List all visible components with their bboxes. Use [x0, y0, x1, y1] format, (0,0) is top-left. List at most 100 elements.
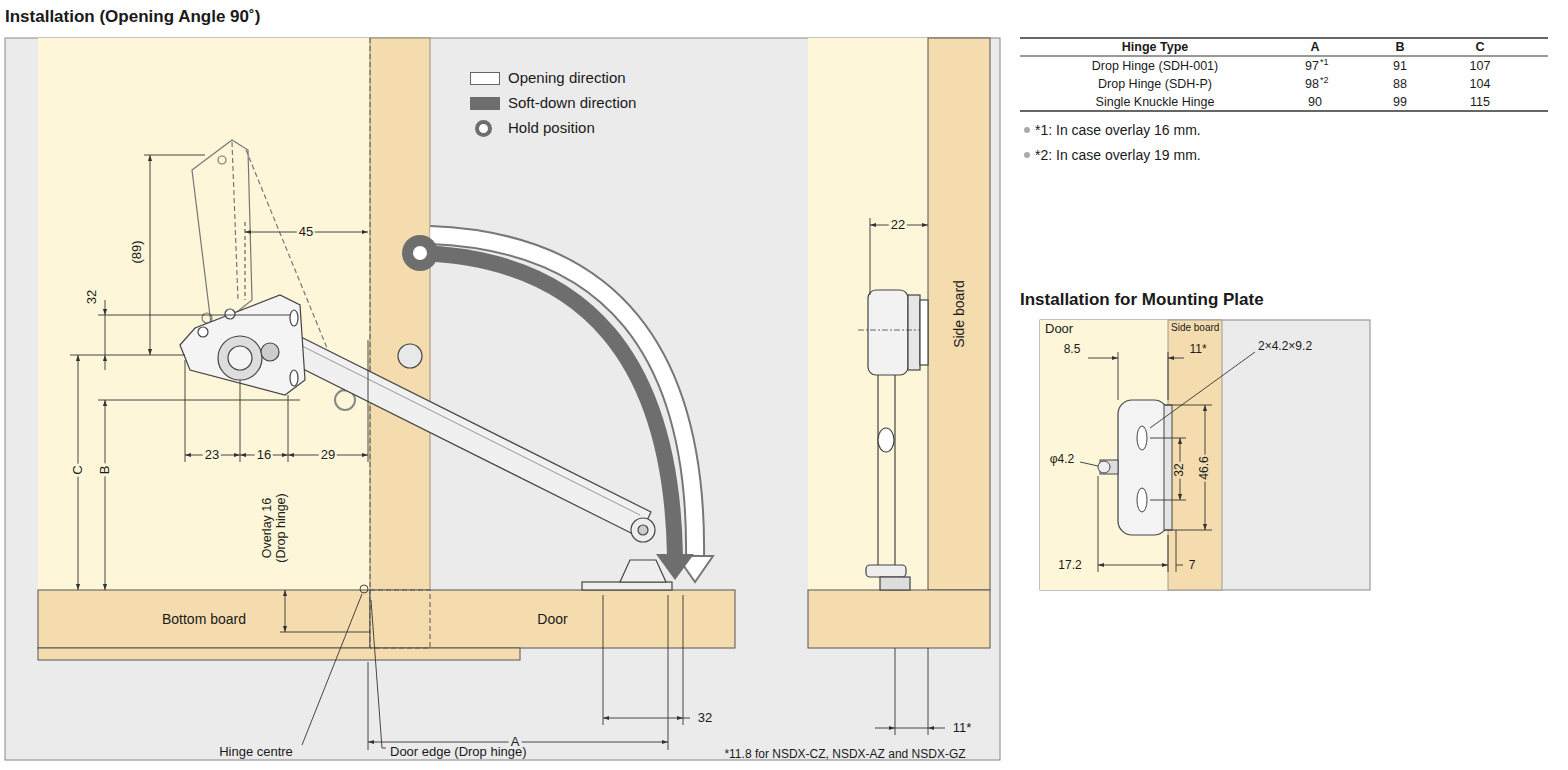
dimension-value: 11* — [1189, 343, 1206, 357]
board-label: Side board — [1171, 322, 1219, 334]
section-heading: Installation for Mounting Plate — [1020, 290, 1264, 310]
dimension-value: 8.5 — [1064, 343, 1081, 357]
dimension-value: 32 — [698, 711, 712, 726]
table-cell: A — [1310, 40, 1319, 54]
direction-arrows-part — [402, 235, 438, 271]
dimension-line-part — [185, 360, 186, 462]
lid-stay-part — [225, 309, 235, 319]
dimension-line-part — [150, 155, 151, 355]
dimension-line-part — [895, 648, 896, 735]
lid-stay-part — [290, 310, 298, 326]
table-rule-part — [1020, 37, 1548, 39]
dimension-line-part — [1150, 352, 1255, 428]
table-cell: Drop Hinge (SDH-001) — [1092, 59, 1218, 73]
table-cell: B — [1395, 40, 1404, 54]
dimension-value: 32 — [85, 290, 100, 304]
dimension-value: (89) — [130, 238, 145, 265]
table-rule-part — [1020, 110, 1548, 112]
bottom-board: Bottom board — [38, 590, 370, 648]
dimension-line — [70, 155, 945, 750]
dimension-line-part — [683, 718, 690, 719]
lid-stay-part — [638, 525, 648, 535]
lid-stay-part — [228, 346, 252, 370]
leader-line-part — [302, 594, 362, 745]
dimension-line-part — [1118, 352, 1119, 400]
lid-stay-part — [279, 332, 651, 537]
dimension-line — [1080, 352, 1255, 572]
dimension-value: 46.6 — [1198, 454, 1212, 481]
lid-stay-part — [261, 343, 279, 361]
dimension-line-part — [603, 718, 683, 719]
lid-stay-part — [620, 560, 666, 582]
callout-label: Hinge centre — [219, 745, 293, 760]
dimension-line-part — [928, 648, 929, 735]
legend-entry: Opening direction — [468, 69, 728, 87]
lid-stay-part — [582, 582, 672, 590]
dimension-line-part — [144, 155, 205, 156]
mounting-plate-inset-part — [1164, 405, 1172, 530]
dimension-line-part — [683, 595, 684, 725]
dimension-line-part — [98, 315, 290, 316]
dimension-value: 23 — [203, 448, 221, 463]
callout-label: Door edge (Drop hinge) — [390, 745, 527, 760]
mounting-plate-inset-part — [1040, 320, 1168, 590]
cabinet-section-part — [370, 590, 735, 648]
dimension-value: 16 — [255, 448, 273, 463]
hold-position-outline-part — [232, 142, 238, 300]
dimension-line-part — [288, 395, 289, 462]
note-bullet-part — [1024, 152, 1030, 158]
side-view-stay — [858, 290, 928, 590]
dimension-value: 32 — [1173, 461, 1187, 478]
dimension-line-part — [245, 222, 246, 300]
dimension-line-part — [895, 728, 928, 729]
table-cell: Hinge Type — [1122, 40, 1188, 54]
dimension-value: B — [98, 464, 113, 477]
lid-stay-part — [300, 345, 640, 515]
mounting-plate-inset-part — [1098, 461, 1110, 473]
table-cell: Drop Hinge (SDH-P) — [1098, 77, 1212, 91]
board-label: Door — [1045, 322, 1073, 337]
side-view-stay-part — [868, 290, 908, 375]
legend-text: Opening direction — [508, 69, 626, 86]
dimension-line-part — [105, 400, 106, 590]
dimension-line-part — [105, 355, 106, 370]
cabinet-section-part — [38, 38, 370, 590]
table-rule — [1020, 38, 1548, 111]
dimension-line-part — [105, 300, 106, 315]
cabinet-section — [5, 38, 1000, 760]
dimension-value: C — [71, 463, 86, 476]
dimension-value: 11* — [953, 721, 972, 736]
table-cell: Single Knuckle Hinge — [1096, 95, 1215, 109]
side-view-stay-part — [920, 300, 928, 365]
table-cell: 88 — [1393, 77, 1407, 91]
cabinet-section-part — [5, 38, 1000, 760]
side-view-stay-part — [858, 330, 920, 331]
dimension-line-part — [105, 315, 106, 355]
dimension-line-part — [870, 218, 871, 295]
table-note: *2: In case overlay 19 mm. — [1035, 147, 1201, 163]
dimension-line-part — [98, 400, 300, 401]
side-board: Side board — [1168, 320, 1222, 590]
board-label: Door — [537, 611, 567, 627]
cabinet-section-part — [928, 38, 990, 590]
lid-stay-part — [631, 518, 655, 542]
table-cell: 97 — [1305, 59, 1319, 73]
dimension-line-part — [668, 595, 669, 750]
dimension-value: 29 — [319, 448, 337, 463]
legend-swatch — [470, 97, 500, 110]
dimension-note: Overlay 16 (Drop hinge) — [260, 485, 289, 571]
hold-position-outline-part — [218, 156, 226, 164]
dimension-line-part — [240, 380, 241, 462]
leader-line-part — [371, 600, 386, 748]
table-cell: 90 — [1308, 95, 1322, 109]
lid-stay-part — [398, 344, 422, 368]
dimension-line-part — [875, 728, 895, 729]
dimension-value: 45 — [297, 225, 315, 240]
cabinet-section-part — [38, 590, 370, 648]
cabinet-section-part — [808, 590, 990, 648]
lid-stay-part — [218, 336, 262, 380]
mounting-plate-inset-part — [1168, 320, 1222, 590]
dimension-line-part — [1176, 565, 1183, 566]
legend-entry: Hold position — [468, 119, 728, 137]
note-bullet-part — [1024, 127, 1030, 133]
